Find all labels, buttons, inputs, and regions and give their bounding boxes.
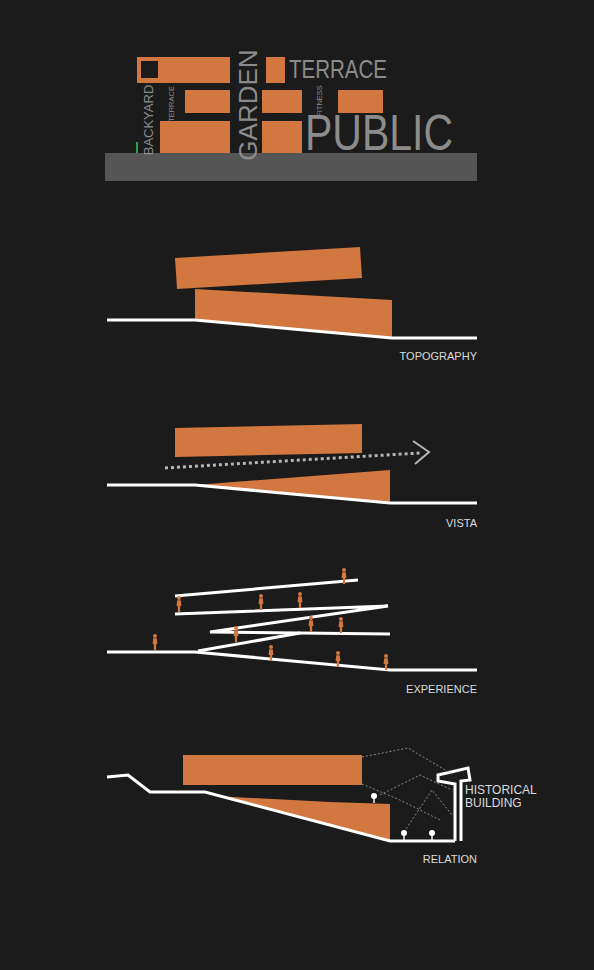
vista-section	[107, 424, 477, 503]
section-label: TOPOGRAPHY	[400, 351, 477, 362]
program-label: GARDEN	[235, 49, 261, 160]
program-label: TERRACE	[289, 57, 387, 82]
section-label: EXPERIENCE	[406, 684, 477, 695]
experience-section	[107, 568, 477, 670]
program-stack	[105, 57, 477, 181]
program-label: BACKYARD	[142, 85, 155, 156]
topography-section	[107, 247, 477, 338]
section-label: VISTA	[446, 518, 477, 529]
relation-section	[107, 748, 470, 841]
program-label: PUBLIC	[305, 108, 453, 158]
program-label: TERRACE	[168, 86, 176, 122]
building-label: HISTORICAL BUILDING	[465, 784, 565, 810]
section-label: RELATION	[423, 854, 477, 865]
